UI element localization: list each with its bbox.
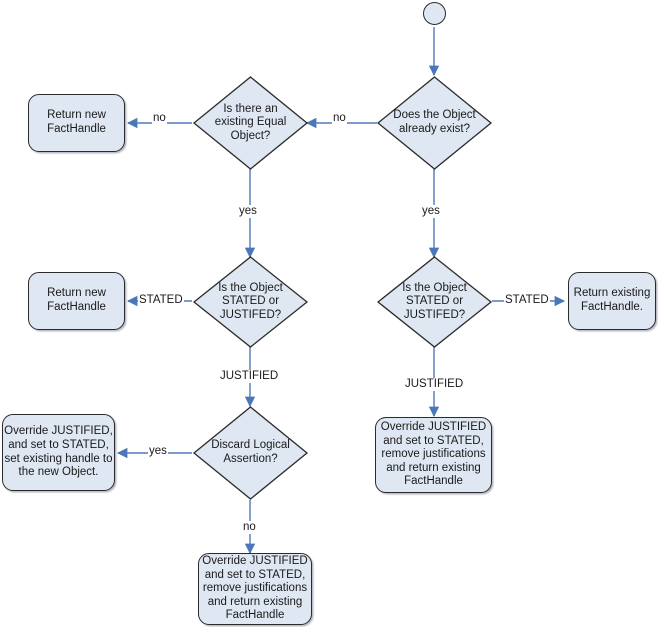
box-override-remove-justifications-right[interactable]: Override JUSTIFIED and set to STATED, re… [375,417,492,493]
decision-stated-or-justified-left[interactable]: Is the Object STATED or JUSTIFED? [192,256,309,348]
decision-does-object-exist[interactable]: Does the Object already exist? [376,76,493,170]
box-override-remove-justifications-bottom[interactable]: Override JUSTIFIED and set to STATED, re… [198,553,312,625]
start-node[interactable] [423,2,446,25]
edge-label-discard-yes: yes [148,445,168,458]
edge-label-discard-no: no [242,521,257,534]
box-override-set-existing-handle[interactable]: Override JUSTIFIED, and set to STATED, s… [2,414,115,491]
edge-label-exists-no: no [332,112,347,125]
diamond-shape [192,256,309,348]
edge-label-equal-yes: yes [238,205,258,218]
edge-label-exists-yes: yes [421,205,441,218]
edge-label-right-stated: STATED [504,294,550,307]
edge-label-equal-no: no [152,112,167,125]
edge-label-right-justified: JUSTIFIED [404,378,465,391]
box-return-new-facthandle-top[interactable]: Return new FactHandle [28,94,125,152]
edge-label-left-stated: STATED [138,294,184,307]
edge-label-left-justified: JUSTIFIED [219,370,280,383]
diamond-shape [376,256,493,348]
box-return-existing-facthandle[interactable]: Return existing FactHandle. [568,272,656,330]
diamond-shape [192,406,309,500]
decision-existing-equal-object[interactable]: Is there an existing Equal Object? [192,76,309,170]
decision-stated-or-justified-right[interactable]: Is the Object STATED or JUSTIFED? [376,256,493,348]
box-return-new-facthandle-middle[interactable]: Return new FactHandle [28,272,125,330]
diamond-shape [192,76,309,170]
decision-discard-logical-assertion[interactable]: Discard Logical Assertion? [192,406,309,500]
diamond-shape [376,76,493,170]
